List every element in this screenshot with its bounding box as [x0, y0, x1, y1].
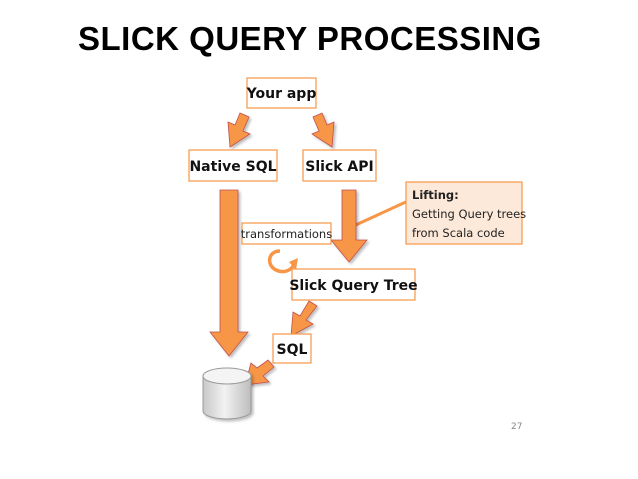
transformations-label-box: transformations — [241, 222, 332, 245]
node-sql: SQL — [272, 333, 312, 364]
node-slick-api: Slick API — [302, 149, 377, 182]
node-slick-query-tree-label: Slick Query Tree — [289, 278, 417, 294]
node-your-app-label: Your app — [246, 86, 317, 102]
loop-arrow-icon — [267, 249, 298, 274]
node-your-app: Your app — [246, 77, 317, 109]
node-native-sql: Native SQL — [188, 149, 278, 182]
node-slick-api-label: Slick API — [305, 159, 373, 175]
node-slick-query-tree: Slick Query Tree — [289, 268, 418, 301]
callout-line-1: Getting Query trees — [412, 207, 526, 221]
slide-title: SLICK QUERY PROCESSING — [78, 20, 542, 57]
arrow-query-tree-to-sql — [290, 300, 318, 337]
transformations-label: transformations — [241, 227, 332, 241]
arrow-sql-to-database — [244, 359, 275, 386]
callout-line-2: from Scala code — [412, 226, 505, 240]
lifting-callout: Lifting: Getting Query trees from Scala … — [405, 181, 526, 245]
node-sql-label: SQL — [277, 342, 308, 358]
callout-connector-line — [346, 199, 409, 231]
callout-heading: Lifting: — [412, 188, 459, 202]
database-cylinder-icon — [202, 367, 252, 420]
arrow-native-sql-to-database — [209, 189, 249, 357]
arrow-slick-api-to-query-tree — [330, 189, 368, 263]
arrow-to-native-sql — [227, 112, 251, 148]
node-native-sql-label: Native SQL — [189, 159, 276, 175]
page-number: 27 — [511, 422, 522, 432]
arrow-to-slick-api — [311, 112, 335, 148]
